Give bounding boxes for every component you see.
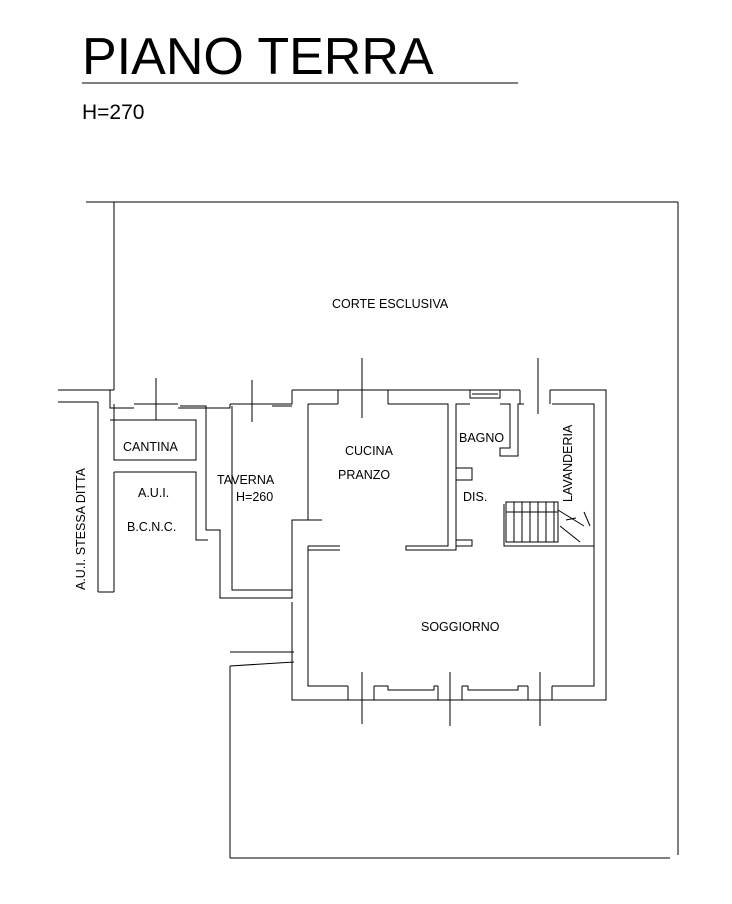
label-taverna: TAVERNA — [217, 473, 275, 487]
label-corte-esclusiva: CORTE ESCLUSIVA — [332, 297, 449, 311]
label-bagno: BAGNO — [459, 431, 504, 445]
plan-title: PIANO TERRA — [82, 28, 434, 86]
window-ticks — [134, 358, 553, 726]
label-aui: A.U.I. — [138, 486, 169, 500]
label-side-aui-stessa-ditta: A.U.I. STESSA DITTA — [74, 467, 88, 590]
label-soggiorno: SOGGIORNO — [421, 620, 500, 634]
label-lavanderia: LAVANDERIA — [561, 424, 575, 502]
height-note: H=270 — [82, 101, 144, 124]
label-pranzo: PRANZO — [338, 468, 390, 482]
label-taverna-height: H=260 — [236, 490, 273, 504]
label-cantina: CANTINA — [123, 440, 179, 454]
label-bcnc: B.C.N.C. — [127, 520, 176, 534]
label-dis: DIS. — [463, 490, 487, 504]
annex-walls — [98, 390, 308, 599]
building-walls — [291, 389, 607, 701]
label-cucina: CUCINA — [345, 444, 394, 458]
staircase — [505, 501, 591, 543]
lot-boundary — [58, 201, 679, 859]
